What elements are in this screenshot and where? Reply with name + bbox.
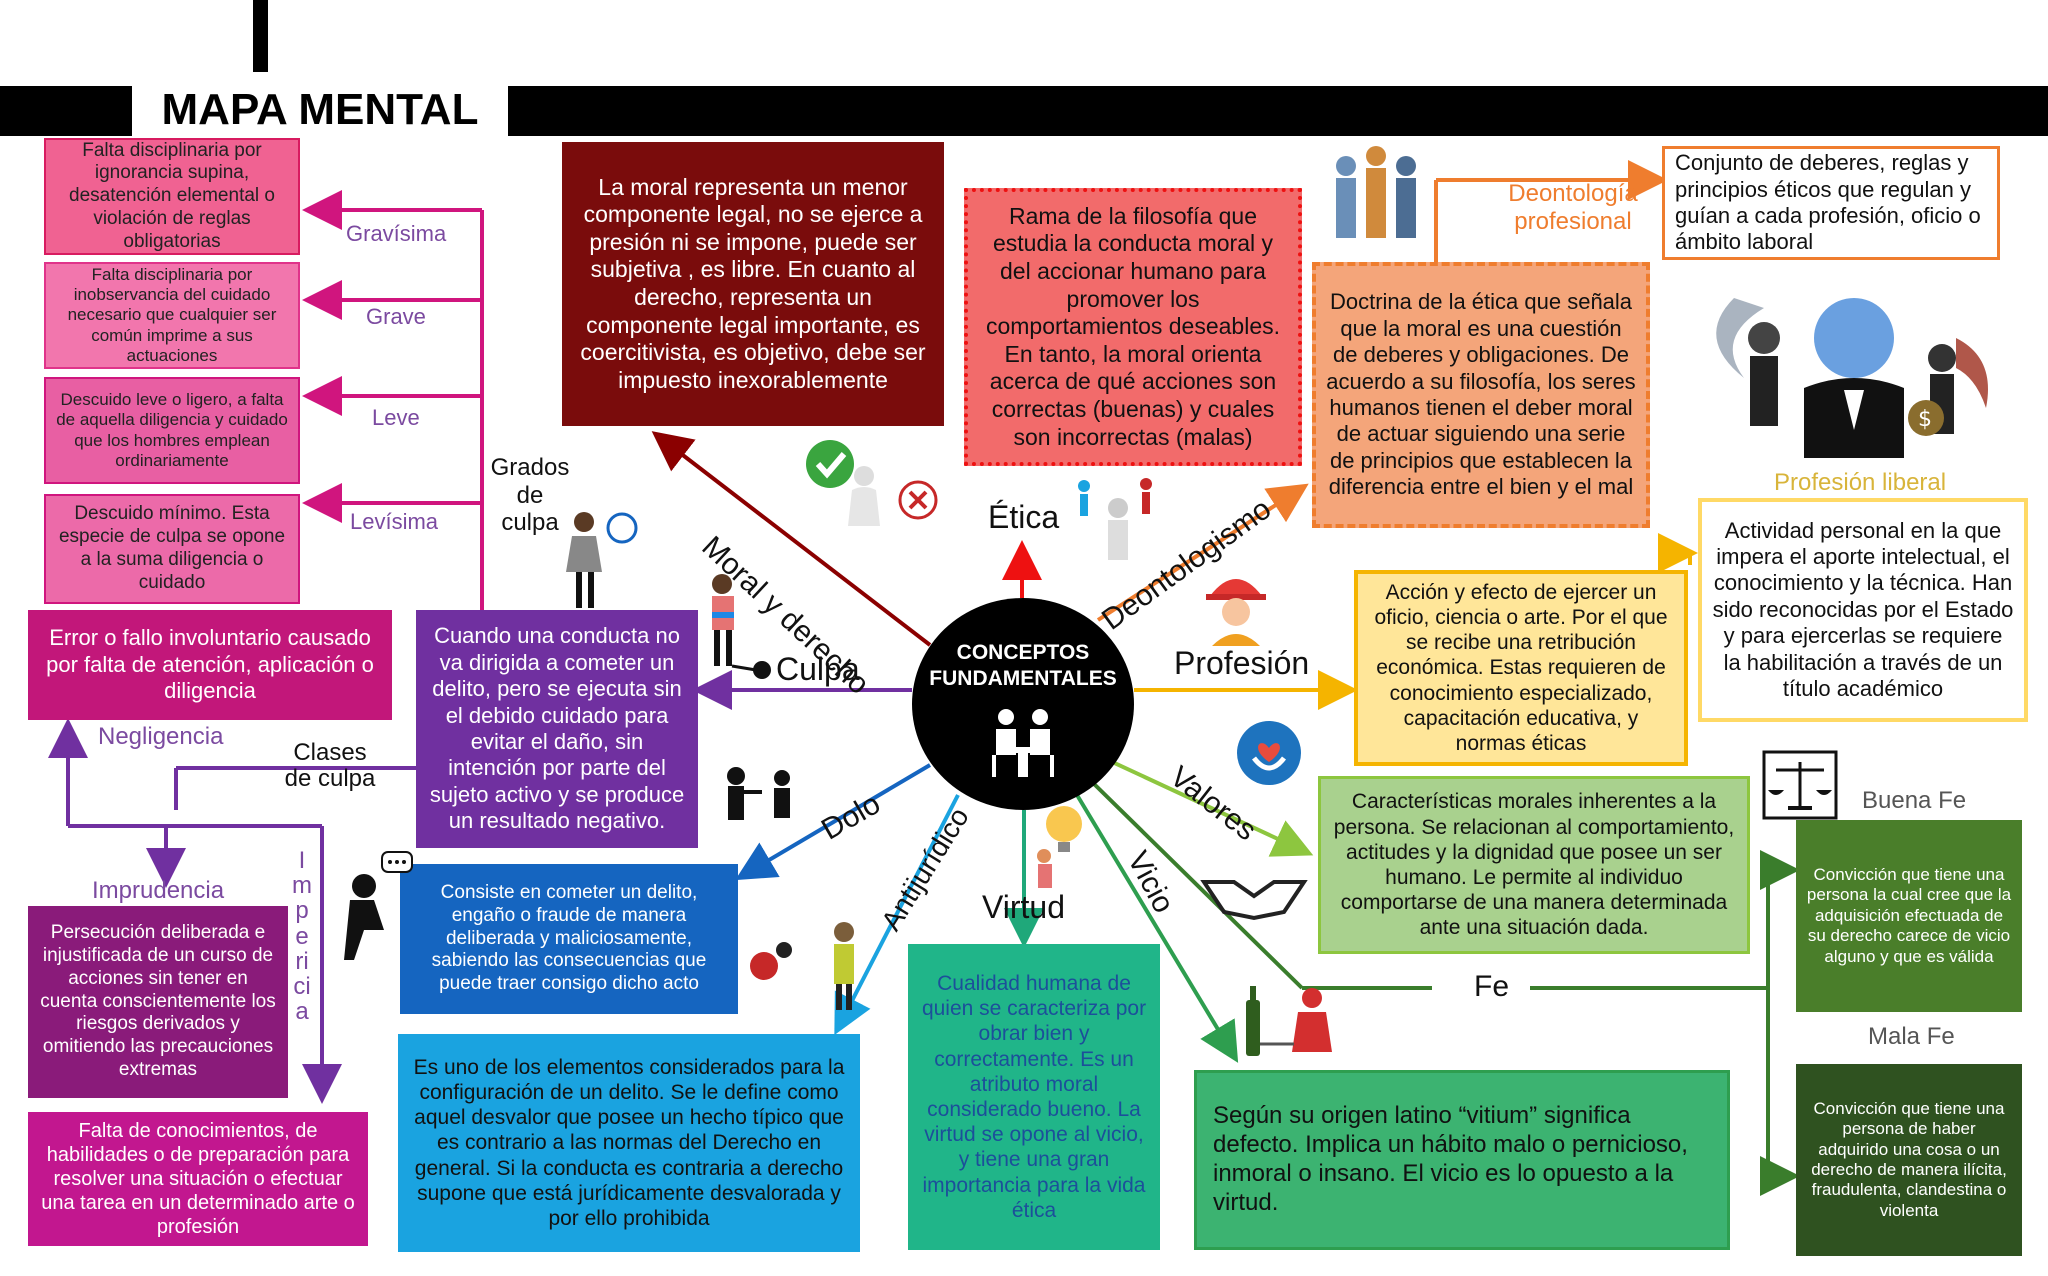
central-node: CONCEPTOS FUNDAMENTALES [912,598,1134,810]
gravisima-box: Falta disciplinaria por ignorancia supin… [44,138,300,255]
etica-box: Rama de la filosofía que estudia la cond… [964,188,1302,466]
grave-label: Grave [366,304,426,329]
grave-box: Falta disciplinaria por inobservancia de… [44,262,300,369]
buena-fe-box: Convicción que tiene una persona la cual… [1796,820,2022,1012]
virtud-label: Virtud [982,889,1066,925]
deontologismo-box: Doctrina de la ética que señala que la m… [1312,262,1650,528]
moral-derecho-box: La moral representa un menor componente … [562,142,944,426]
impericia-label: Impericia [292,847,312,1026]
gravisima-label: Gravísima [346,221,447,246]
dolo-box: Consiste en cometer un delito, engaño o … [400,864,738,1014]
people-group-icon [1336,146,1416,238]
prisoner-icon [712,574,771,679]
levisima-label: Levísima [350,509,439,534]
worker-icon [1206,579,1266,646]
profesion-label: Profesión [1174,645,1310,681]
scales-icon [1762,750,1838,820]
page-title: MAPA MENTAL [132,82,508,138]
ethics-figures-icon [1078,478,1152,560]
bottle-icon [1246,986,1332,1056]
leve-box: Descuido leve o ligero, a falta de aquel… [44,377,300,484]
levisima-box: Descuido mínimo. Esta especie de culpa s… [44,494,300,604]
central-node-line1: CONCEPTOS [956,641,1090,664]
negligencia-box: Error o fallo involuntario causado por f… [28,610,392,720]
handshake-icon [1200,880,1308,921]
vicio-box: Según su origen latino “vitium” signific… [1194,1070,1730,1250]
imprudencia-box: Persecución deliberada e injustificada d… [28,906,288,1098]
profesion-liberal-label: Profesión liberal [1774,469,1947,496]
imprudencia-label: Imprudencia [92,877,225,904]
central-node-line2: FUNDAMENTALES [929,667,1117,691]
deontologia-label: Deontología profesional [1508,180,1638,235]
fe-label: Fe [1474,970,1510,1003]
buena-fe-label: Buena Fe [1862,787,1967,814]
etica-label: Ética [988,499,1060,535]
profesion-liberal-box: Actividad personal en la que impera el a… [1698,498,2028,722]
impericia-box: Falta de conocimientos, de habilidades o… [28,1112,368,1246]
woman-sad-icon [566,512,638,608]
culpa-box: Cuando una conducta no va dirigida a com… [416,610,698,848]
virtud-box: Cualidad humana de quien se caracteriza … [908,944,1160,1250]
handcuffs-icon [750,922,854,1010]
negligencia-label: Negligencia [98,723,224,750]
angel-devil-icon: $ [1716,298,1988,458]
thinking-person-icon [344,851,413,960]
cross-icon [898,480,938,520]
meeting-people-icon [992,708,1054,777]
deontologia-box: Conjunto de deberes, reglas y principios… [1662,146,2000,260]
mala-fe-label: Mala Fe [1868,1023,1955,1050]
valores-box: Características morales inherentes a la … [1318,776,1750,954]
svg-text:$: $ [1918,407,1932,432]
antijuridico-box: Es uno de los elementos considerados par… [398,1034,860,1252]
culpa-label: Culpa [776,651,860,687]
title-tick-mark [253,0,268,72]
grados-culpa-label: Grados de culpa [490,454,570,537]
leve-label: Leve [372,405,420,430]
lightbulb-icon [1037,806,1082,888]
clases-culpa-label: Clases de culpa [284,739,376,793]
mala-fe-box: Convicción que tiene una persona de habe… [1796,1064,2022,1256]
check-icon [806,440,880,526]
profesion-box: Acción y efecto de ejercer un oficio, ci… [1354,570,1688,766]
thief-icon [727,767,790,820]
hands-heart-icon [1237,721,1301,785]
